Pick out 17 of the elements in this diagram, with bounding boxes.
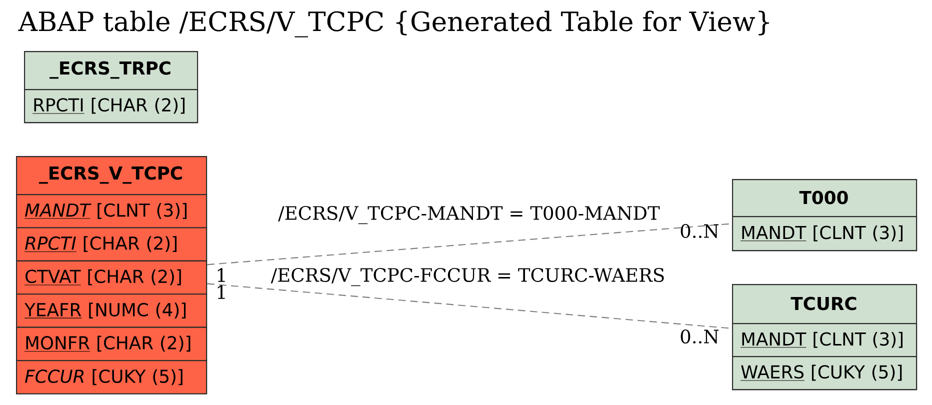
edge-label: /ECRS/V_TCPC-MANDT = T000-MANDT bbox=[278, 206, 660, 224]
table-row: MANDT [CLNT (3)] bbox=[732, 216, 918, 252]
cardinality-label: 1 bbox=[218, 285, 225, 299]
edge-label: /ECRS/V_TCPC-FCCUR = TCURC-WAERS bbox=[270, 268, 664, 286]
title: ABAP table /ECRS/V_TCPC {Generated Table for View} bbox=[18, 10, 769, 38]
cardinality-label: 0..N bbox=[680, 224, 719, 238]
cardinality-label: 0..N bbox=[680, 330, 719, 344]
table-row: MANDT [CLNT (3)] bbox=[16, 194, 208, 228]
table-row: WAERS [CUKY (5)] bbox=[732, 356, 918, 390]
table-row: RPCTI [CHAR (2)] bbox=[16, 227, 208, 262]
table-row: FCCUR [CUKY (5)] bbox=[16, 360, 208, 394]
cardinality-label: 1 bbox=[218, 268, 225, 282]
table-row: MONFR [CHAR (2)] bbox=[16, 326, 208, 362]
table-row: MANDT [CLNT (3)] bbox=[732, 323, 918, 358]
table-row: RPCTI [CHAR (2)] bbox=[24, 89, 198, 124]
table-row: CTVAT [CHAR (2)] bbox=[16, 260, 208, 295]
table-row: YEAFR [NUMC (4)] bbox=[16, 294, 208, 328]
